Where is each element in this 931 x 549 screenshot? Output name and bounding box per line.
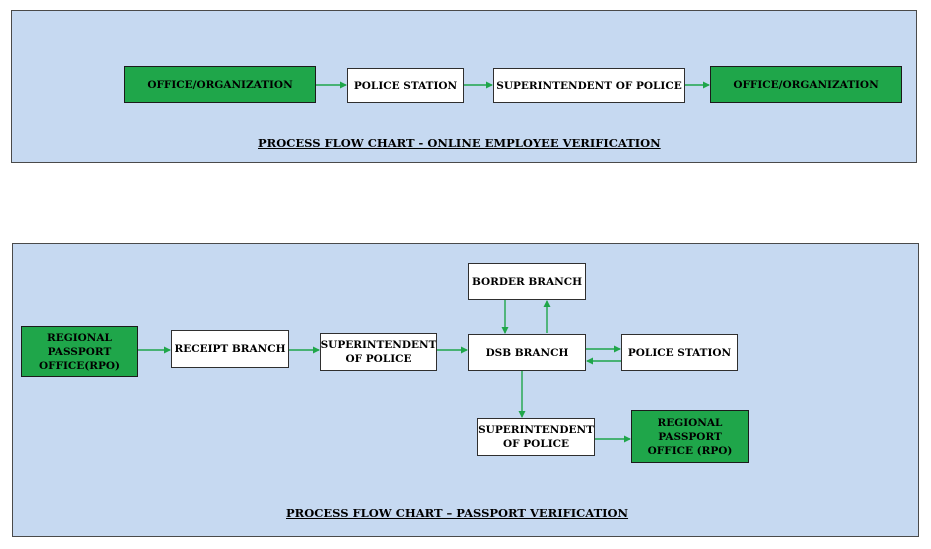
d1-node-office-organization-start: OFFICE/ORGANIZATION [124,66,316,103]
d2-node-border-branch: BORDER BRANCH [468,263,586,300]
d2-node-receipt-branch: RECEIPT BRANCH [171,330,289,368]
d2-node-regional-passport-office-start: REGIONAL PASSPORT OFFICE(RPO) [21,326,138,377]
d1-node-office-organization-end: OFFICE/ORGANIZATION [710,66,902,103]
d2-node-regional-passport-office-end: REGIONAL PASSPORT OFFICE (RPO) [631,410,749,463]
d2-node-police-station: POLICE STATION [621,334,738,371]
passport-verification-panel [12,243,919,537]
d2-node-dsb-branch: DSB BRANCH [468,334,586,371]
d2-caption: PROCESS FLOW CHART – PASSPORT VERIFICATI… [286,506,629,520]
d2-node-superintendent-of-police-2: SUPERINTENDENT OF POLICE [477,418,595,456]
d1-node-police-station: POLICE STATION [347,68,464,103]
d1-caption: PROCESS FLOW CHART - ONLINE EMPLOYEE VER… [258,136,661,150]
d1-node-superintendent-of-police: SUPERINTENDENT OF POLICE [493,68,685,103]
d2-node-superintendent-of-police-1: SUPERINTENDENT OF POLICE [320,333,437,371]
